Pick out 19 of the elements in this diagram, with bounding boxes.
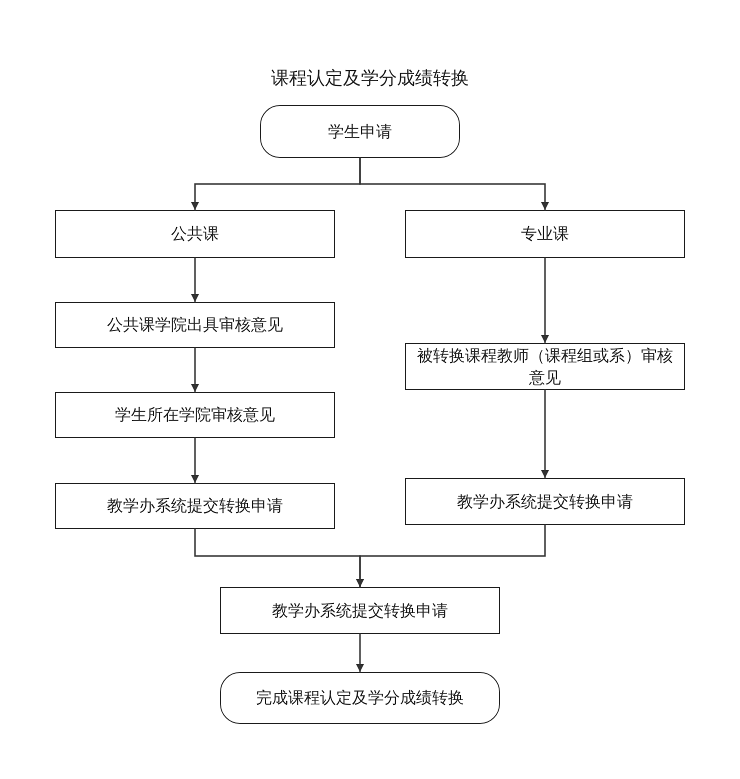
process-box: 公共课学院出具审核意见 bbox=[55, 302, 335, 348]
terminal-box: 完成课程认定及学分成绩转换 bbox=[220, 672, 500, 724]
arrow bbox=[359, 158, 549, 210]
process-box: 公共课 bbox=[55, 210, 335, 258]
arrow bbox=[541, 258, 549, 343]
arrow bbox=[191, 438, 199, 483]
process-box: 被转换课程教师（课程组或系）审核意见 bbox=[405, 343, 685, 390]
arrow bbox=[356, 525, 546, 587]
process-box: 学生所在学院审核意见 bbox=[55, 392, 335, 438]
process-box: 教学办系统提交转换申请 bbox=[220, 587, 500, 634]
arrow bbox=[541, 390, 549, 478]
diagram-title: 课程认定及学分成绩转换 bbox=[270, 67, 470, 90]
process-box: 教学办系统提交转换申请 bbox=[55, 483, 335, 529]
terminal-box: 学生申请 bbox=[260, 105, 460, 158]
arrow bbox=[191, 258, 199, 302]
process-box: 教学办系统提交转换申请 bbox=[405, 478, 685, 525]
arrow bbox=[356, 634, 364, 672]
process-box: 专业课 bbox=[405, 210, 685, 258]
arrow bbox=[191, 348, 199, 392]
